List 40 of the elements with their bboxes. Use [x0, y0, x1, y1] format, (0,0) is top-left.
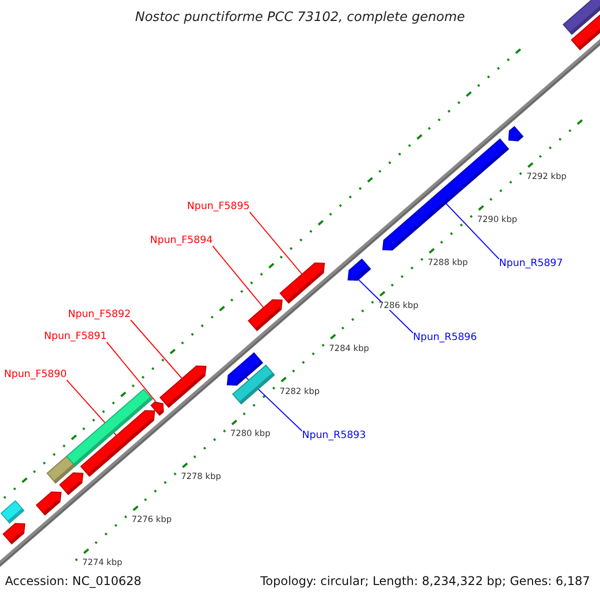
- gene-feature: [159, 366, 206, 408]
- gene-label: Npun_F5894: [150, 236, 213, 246]
- gene-label: Npun_R5896: [413, 333, 477, 343]
- gene-label: Npun_F5895: [187, 202, 250, 212]
- gene-label: Npun_F5891: [44, 332, 107, 342]
- scale-label: 7284 kbp: [329, 344, 370, 354]
- leader-line: [445, 202, 500, 260]
- gene-label: Npun_F5890: [4, 370, 67, 380]
- gene-feature: [232, 364, 276, 405]
- gene-label: Npun_R5897: [499, 259, 563, 269]
- scale-label: 7278 kbp: [180, 473, 221, 482]
- gene-feature: [562, 0, 600, 35]
- scale-label: 7282 kbp: [280, 388, 320, 396]
- gene-feature: [2, 523, 26, 544]
- gene-feature: [279, 262, 325, 304]
- scale-label: 7292 kbp: [526, 173, 567, 182]
- genome-summary-text: Topology: circular; Length: 8,234,322 bp; Genes: 6,187: [260, 575, 590, 587]
- scale-label: 7274 kbp: [82, 559, 122, 568]
- scale-label: 7286 kbp: [378, 302, 418, 310]
- scale-label: 7276 kbp: [132, 516, 172, 525]
- gene-feature: [508, 126, 524, 142]
- leader-line: [358, 279, 414, 334]
- leader-line: [130, 320, 182, 379]
- gene-feature: [59, 472, 84, 496]
- accession-text: Accession: NC_010628: [5, 575, 142, 587]
- gene-feature: [0, 500, 25, 524]
- scale-label: 7288 kbp: [428, 258, 468, 268]
- gene-feature: [348, 258, 372, 281]
- scale-label: 7290 kbp: [477, 216, 518, 224]
- leader-line: [106, 342, 156, 402]
- leader-line: [249, 212, 302, 275]
- gene-feature: [80, 410, 156, 477]
- leader-line: [212, 246, 264, 308]
- gene-feature: [150, 402, 164, 416]
- gene-label: Npun_F5892: [68, 310, 131, 320]
- scale-label: 7280 kbp: [230, 430, 270, 439]
- gene-label: Npun_R5893: [302, 431, 366, 441]
- gene-feature: [248, 299, 283, 332]
- gene-feature: [36, 492, 62, 516]
- title: Nostoc punctiforme PCC 73102, complete genome: [134, 11, 466, 24]
